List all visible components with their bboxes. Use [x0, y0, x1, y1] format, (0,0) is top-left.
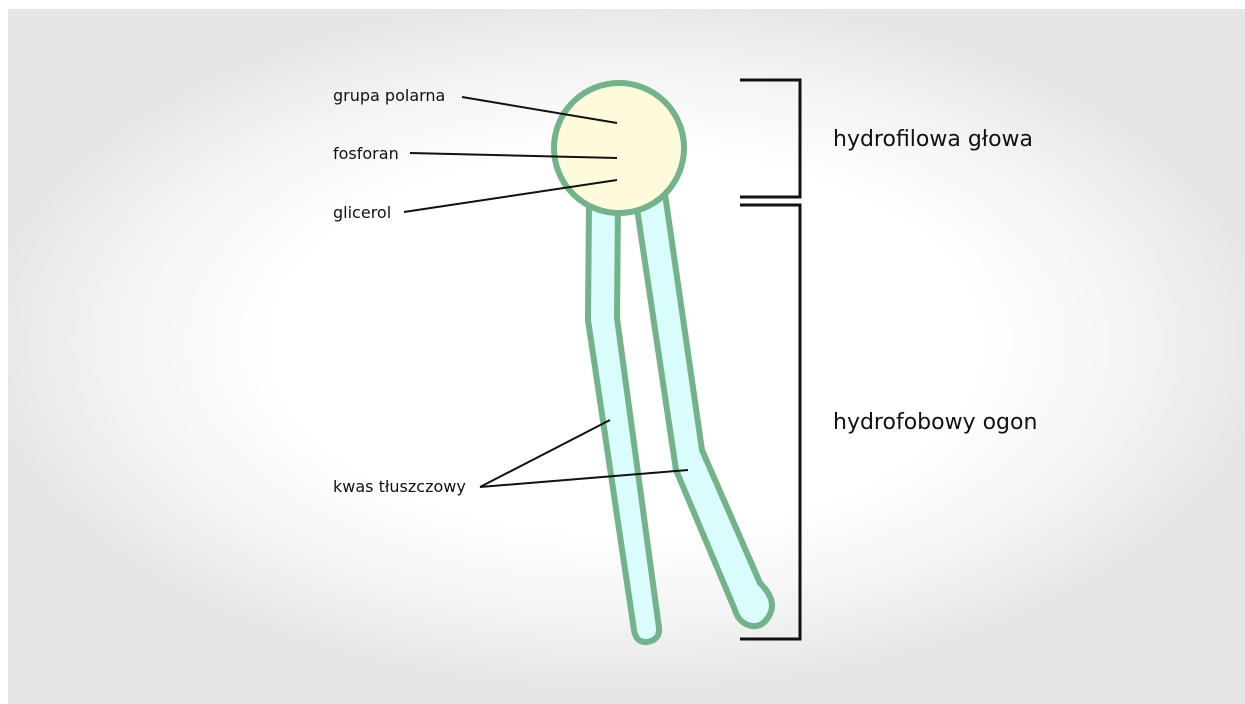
tail-right: [636, 194, 772, 626]
label-hydrophilic-head: hydrofilowa głowa: [833, 127, 1033, 152]
label-glycerol: glicerol: [333, 203, 391, 222]
leader-fatty-acid-left: [480, 420, 610, 487]
leader-fatty-acid-right: [480, 470, 688, 487]
polar-head: [554, 83, 684, 213]
label-phosphate: fosforan: [333, 144, 399, 163]
bracket-head: [740, 80, 800, 197]
label-fatty-acid: kwas tłuszczowy: [333, 477, 466, 496]
label-hydrophobic-tail: hydrofobowy ogon: [833, 410, 1037, 435]
label-polar-group: grupa polarna: [333, 86, 445, 105]
fatty-acid-tails: [588, 194, 772, 642]
